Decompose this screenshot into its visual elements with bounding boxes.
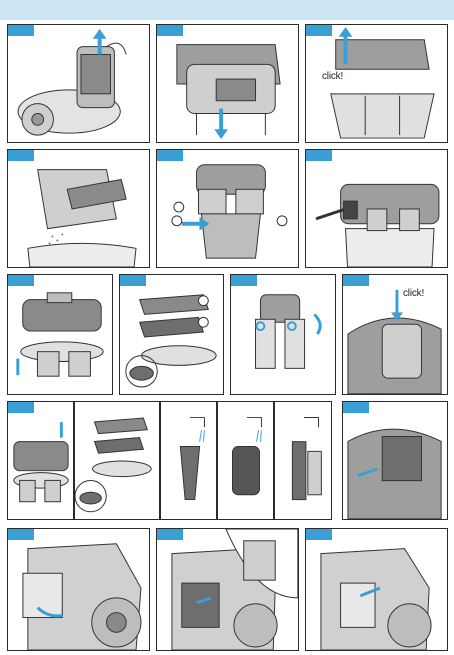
vacuum-lift-container-icon — [8, 25, 149, 142]
step-panel-3: click! — [305, 24, 448, 143]
step-panel-7 — [7, 274, 113, 395]
step-panel-10: click! — [342, 274, 448, 395]
close-lid-icon — [306, 25, 447, 142]
exhaust-grille-icon — [8, 529, 149, 650]
step-panel-5 — [156, 149, 299, 268]
detach-filter-unit-icon — [157, 150, 298, 267]
step-panel-12 — [74, 401, 160, 520]
exhaust-filter-icon — [157, 529, 298, 650]
step-panel-18 — [156, 528, 299, 651]
filter-disassembly-icon — [120, 275, 223, 394]
filter-parts-icon — [75, 402, 159, 519]
empty-dust-icon — [8, 150, 149, 267]
step-panel-14 — [217, 401, 274, 520]
step-panel-11 — [7, 401, 74, 520]
step-panel-8 — [119, 274, 224, 395]
rinse-filter-icon — [161, 402, 216, 519]
motor-filter-icon — [343, 402, 447, 519]
rinse-sponge-icon — [218, 402, 273, 519]
click-label: click! — [322, 71, 343, 82]
header-bar — [0, 0, 454, 20]
step-panel-17 — [7, 528, 150, 651]
insert-exhaust-filter-icon — [306, 529, 447, 650]
filter-unit-icon — [8, 275, 112, 394]
brush-clean-icon — [306, 150, 447, 267]
step-panel-2 — [156, 24, 299, 143]
step-panel-1 — [7, 24, 150, 143]
rinse-cyclone-icon — [275, 402, 331, 519]
step-panel-16 — [342, 401, 448, 520]
step-panel-13 — [160, 401, 217, 520]
reassemble-icon — [231, 275, 335, 394]
step-panel-6 — [305, 149, 448, 268]
click-label: click! — [403, 288, 424, 299]
step-panel-4 — [7, 149, 150, 268]
open-container-lid-icon — [157, 25, 298, 142]
step-panel-15 — [274, 401, 332, 520]
step-panel-9 — [230, 274, 336, 395]
filter-remove-icon — [8, 402, 73, 519]
insert-container-icon — [343, 275, 447, 394]
step-panel-19 — [305, 528, 448, 651]
